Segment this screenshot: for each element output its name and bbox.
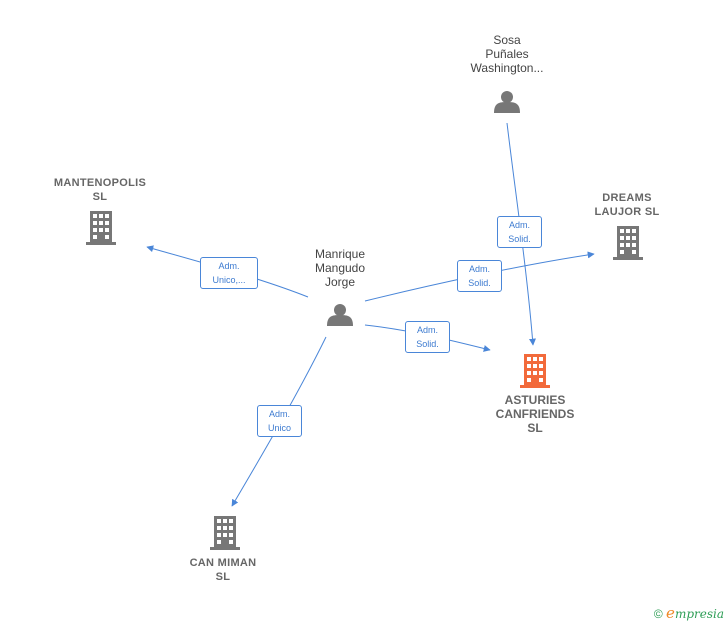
node-label-line: MANTENOPOLIS [53,177,147,189]
copyright-symbol: © [653,607,663,621]
node-label-line: LAUJOR SL [594,206,660,218]
node-label-line: CANFRIENDS [495,407,575,421]
edge-label-line: Adm. [416,325,438,335]
node-label-line: DREAMS [602,192,652,204]
edge-label-line: Unico,... [212,275,246,285]
edge-label-line: Adm. [508,220,530,230]
edge-label-sosa-asturies[interactable]: Adm. Solid. [497,216,542,248]
brand-e: e [666,604,675,622]
node-label-line: SL [215,571,231,583]
person-icon[interactable] [494,91,520,113]
node-label-line: SL [92,191,108,203]
brand-text: mpresia [674,607,724,621]
node-label-asturies[interactable]: ASTURIES CANFRIENDS SL [473,393,597,435]
edge-label-line: Unico [267,423,291,433]
edge-label-line: Solid. [416,339,439,349]
node-label-canmiman[interactable]: CAN MIMAN SL [163,556,283,584]
edge-label-manrique-mantenopolis[interactable]: Adm. Unico,... [200,257,258,289]
edge-label-manrique-canmiman[interactable]: Adm. Unico [257,405,302,437]
edge-label-manrique-asturies[interactable]: Adm. Solid. [405,321,450,353]
node-label-mantenopolis[interactable]: MANTENOPOLIS SL [40,176,160,204]
edge-label-manrique-dreams[interactable]: Adm. Solid. [457,260,502,292]
node-label-line: Mangudo [314,261,366,275]
edge-label-line: Adm. [468,264,490,274]
node-label-line: CAN MIMAN [189,557,257,569]
building-icon[interactable] [210,516,240,550]
node-label-line: Jorge [324,275,356,289]
brand-logo: © empresia [654,604,724,622]
building-icon[interactable] [613,226,643,260]
node-label-sosa[interactable]: Sosa Puñales Washington... [447,33,567,75]
edge-label-line: Solid. [468,278,491,288]
node-label-line: Manrique [314,247,366,261]
node-label-line: ASTURIES [504,393,566,407]
person-icon[interactable] [327,304,353,326]
building-icon-main[interactable] [520,354,550,388]
building-icon[interactable] [86,211,116,245]
node-label-line: SL [527,421,543,435]
node-label-manrique[interactable]: Manrique Mangudo Jorge [280,247,400,289]
edge-label-line: Adm. [218,261,240,271]
node-label-line: Sosa [493,33,521,47]
edge-label-line: Solid. [508,234,531,244]
node-label-line: Washington... [470,61,544,75]
edge-label-line: Adm. [268,409,290,419]
node-label-line: Puñales [485,47,529,61]
node-label-dreams[interactable]: DREAMS LAUJOR SL [567,191,687,219]
